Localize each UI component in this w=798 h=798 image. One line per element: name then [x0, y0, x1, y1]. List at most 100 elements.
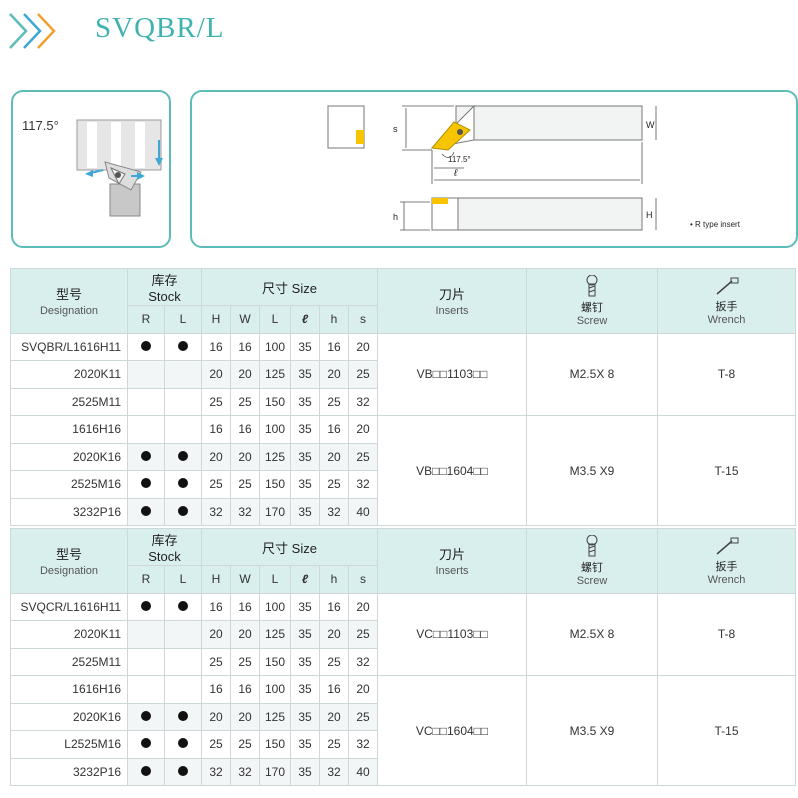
size-h-cell: 25: [319, 470, 349, 499]
size-w-cell: 16: [230, 675, 260, 704]
size-l-cell: 150: [259, 730, 291, 759]
size-s-header: s: [348, 305, 378, 334]
size-ell-cell: 35: [290, 360, 320, 389]
size-w-cell: 20: [230, 702, 260, 731]
size-l-header: L: [259, 565, 291, 594]
size-h-cell: 32: [201, 757, 231, 786]
size-s-cell: 40: [348, 497, 378, 526]
size-s-header: s: [348, 565, 378, 594]
wrench-cell: T-15: [657, 415, 796, 526]
size-h-cell: 20: [319, 442, 349, 471]
size-ell-cell: 35: [290, 442, 320, 471]
size-l-cell: 170: [259, 757, 291, 786]
in-stock-dot-icon: [141, 478, 151, 489]
in-stock-dot-icon: [141, 738, 151, 749]
size-w-cell: 16: [230, 332, 260, 361]
stock-l-cell: [164, 592, 202, 621]
in-stock-dot-icon: [141, 340, 151, 351]
header-row-2: R L H W L ℓ h s: [11, 565, 796, 594]
size-h-cell: 16: [319, 592, 349, 621]
size-w-cell: 16: [230, 415, 260, 444]
size-w-cell: 25: [230, 730, 260, 759]
size-l-cell: 125: [259, 360, 291, 389]
size-s-cell: 20: [348, 415, 378, 444]
size-l-cell: 125: [259, 702, 291, 731]
size-s-cell: 32: [348, 387, 378, 416]
designation-cell: 2525M11: [10, 647, 128, 676]
stock-l-header: L: [164, 565, 202, 594]
size-ell-cell: 35: [290, 647, 320, 676]
size-w-cell: 32: [230, 497, 260, 526]
stock-l-cell: [164, 360, 202, 389]
designation-cell: 2020K16: [10, 442, 128, 471]
dimension-drawing: s W ℓ 117.5° h H: [327, 104, 657, 231]
screw-cell: M3.5 X9: [526, 675, 658, 786]
size-l-cell: 125: [259, 620, 291, 649]
in-stock-dot-icon: [141, 505, 151, 516]
stock-r-cell: [127, 592, 165, 621]
page-title: SVQBR/L: [95, 12, 225, 44]
insert-cell: VC□□1604□□: [377, 675, 527, 786]
wrench-icon: [716, 277, 738, 295]
dim-s-label: s: [393, 124, 398, 134]
size-s-cell: 32: [348, 470, 378, 499]
size-h-cell: 16: [319, 332, 349, 361]
size-h-cell: 16: [319, 415, 349, 444]
in-stock-dot-icon: [141, 600, 151, 611]
designation-cell: 2525M16: [10, 470, 128, 499]
in-stock-dot-icon: [178, 450, 188, 461]
stock-l-cell: [164, 442, 202, 471]
stock-r-cell: [127, 360, 165, 389]
stock-r-cell: [127, 702, 165, 731]
size-h-cell: 25: [201, 730, 231, 759]
screw-cell: M2.5X 8: [526, 332, 658, 416]
in-stock-dot-icon: [141, 765, 151, 776]
size-ell-cell: 35: [290, 675, 320, 704]
size-s-cell: 25: [348, 360, 378, 389]
size-ell-cell: 35: [290, 332, 320, 361]
dimension-diagram: s W ℓ 117.5° h H: [190, 90, 798, 248]
size-ell-cell: 35: [290, 592, 320, 621]
size-l-cell: 150: [259, 387, 291, 416]
size-l-cell: 100: [259, 675, 291, 704]
size-h-cell: 16: [201, 592, 231, 621]
designation-cell: 2020K16: [10, 702, 128, 731]
size-ell-cell: 35: [290, 702, 320, 731]
stock-l-cell: [164, 332, 202, 361]
designation-cell: L2525M16: [10, 730, 128, 759]
designation-cell: SVQCR/L1616H11: [10, 592, 128, 621]
size-h-header: H: [201, 565, 231, 594]
screw-cell: M3.5 X9: [526, 415, 658, 526]
size-s-cell: 25: [348, 442, 378, 471]
size-w-cell: 25: [230, 470, 260, 499]
size-h-cell: 16: [319, 675, 349, 704]
size-h-cell: 20: [201, 620, 231, 649]
designation-cell: 2020K11: [10, 360, 128, 389]
size-sh-header: h: [319, 565, 349, 594]
stock-r-cell: [127, 415, 165, 444]
size-l-cell: 100: [259, 415, 291, 444]
size-ell-cell: 35: [290, 470, 320, 499]
dim-ell-label: ℓ: [453, 168, 458, 179]
stock-l-cell: [164, 702, 202, 731]
in-stock-dot-icon: [178, 738, 188, 749]
size-h-cell: 20: [319, 360, 349, 389]
insert-cell: VC□□1103□□: [377, 592, 527, 676]
size-h-cell: 20: [201, 702, 231, 731]
stock-r-cell: [127, 757, 165, 786]
size-ell-cell: 35: [290, 620, 320, 649]
dim-h-small-label: h: [393, 212, 398, 222]
